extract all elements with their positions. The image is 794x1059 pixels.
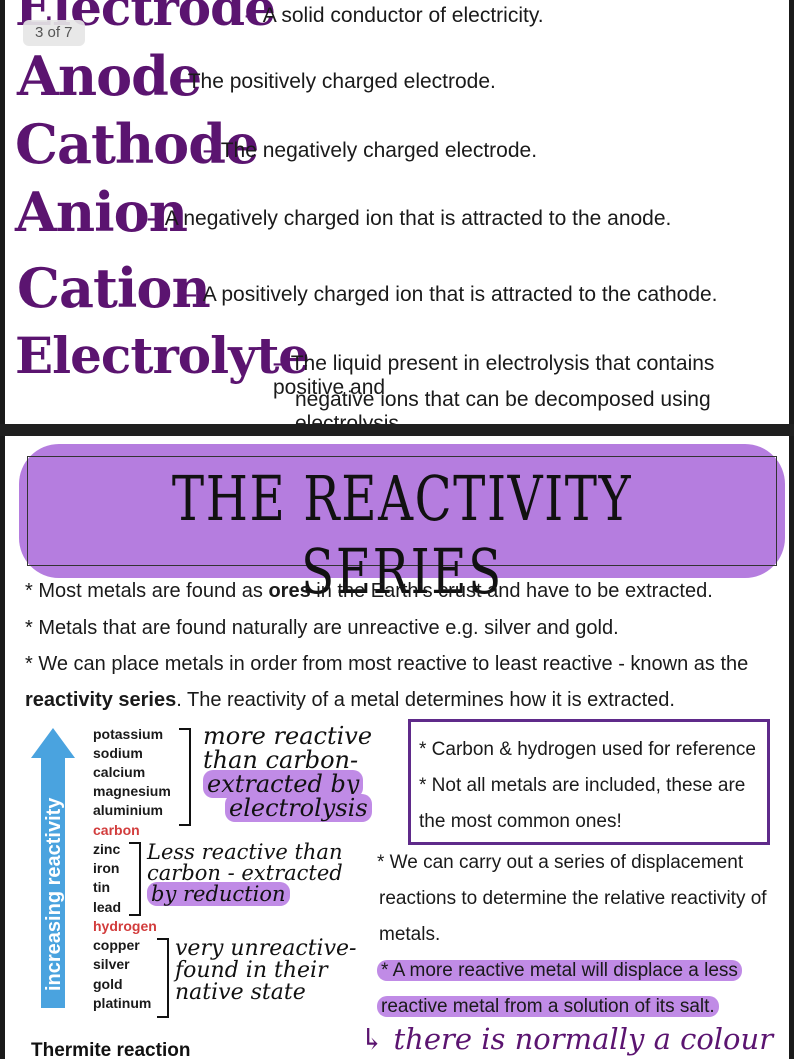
bracket-group-3 [157, 938, 169, 1018]
metal-silver: silver [93, 956, 130, 972]
definition-cathode: –The negatively charged electrode. [203, 139, 538, 162]
bullet-ores: * Most metals are found as ores in the E… [25, 580, 713, 602]
term-anion: Anion [15, 180, 188, 244]
metal-magnesium: magnesium [93, 783, 171, 799]
bracket-group-1 [179, 728, 191, 826]
definition-anion: –A negatively charged ion that is attrac… [147, 207, 672, 230]
metal-carbon: carbon [93, 822, 140, 838]
title-frame [27, 456, 777, 566]
bullet-order: * We can place metals in order from most… [25, 653, 749, 675]
page-counter-badge: 3 of 7 [23, 20, 85, 46]
metal-iron: iron [93, 860, 120, 876]
bullet-order-line-2: reactivity series. The reactivity of a m… [25, 689, 675, 711]
metal-aluminium: aluminium [93, 802, 164, 818]
term-anode: Anode [17, 44, 202, 108]
definition-electrode: –A solid conductor of electricity. [245, 4, 544, 27]
definitions-page: Electrode –A solid conductor of electric… [0, 0, 794, 435]
bullet-native-metals: * Metals that are found naturally are un… [25, 617, 619, 639]
reference-note-box: * Carbon & hydrogen used for reference *… [408, 719, 770, 845]
metal-gold: gold [93, 976, 123, 992]
displacement-line-3: metals. [379, 924, 441, 945]
thermite-heading: Thermite reaction [31, 1040, 191, 1059]
term-cathode: Cathode [15, 112, 259, 176]
metal-hydrogen: hydrogen [93, 918, 157, 934]
displacement-line-1: * We can carry out a series of displacem… [377, 852, 744, 873]
metal-copper: copper [93, 937, 140, 953]
info-line-2: * Not all metals are included, these are [419, 775, 746, 796]
bracket-group-2 [129, 842, 141, 916]
displacement-line-4: * A more reactive metal will displace a … [377, 960, 742, 982]
metal-tin: tin [93, 879, 111, 895]
displacement-line-2: reactions to determine the relative reac… [379, 888, 767, 909]
note-group-2: Less reactive than carbon - extracted by… [147, 840, 343, 906]
metal-zinc: zinc [93, 841, 121, 857]
title-highlight [19, 444, 785, 578]
metal-sodium: sodium [93, 745, 143, 761]
definition-anode: –The positively charged electrode. [170, 70, 496, 93]
metal-platinum: platinum [93, 995, 152, 1011]
definition-cation: –A positively charged ion that is attrac… [185, 283, 718, 306]
metal-lead: lead [93, 899, 122, 915]
note-group-3: very unreactive- found in their native s… [175, 936, 357, 1005]
term-cation: Cation [17, 256, 211, 320]
info-line-1: * Carbon & hydrogen used for reference [419, 739, 756, 760]
note-group-1: more reactive than carbon- extracted by … [203, 722, 373, 822]
term-electrolyte: Electrolyte [15, 326, 310, 385]
metal-potassium: potassium [93, 726, 164, 742]
metal-calcium: calcium [93, 764, 146, 780]
displacement-line-5: reactive metal from a solution of its sa… [377, 996, 719, 1018]
colour-change-note: ↳ there is normally a colour change [360, 1022, 774, 1059]
page-divider [0, 424, 794, 436]
section-title: THE REACTIVITY SERIES [171, 462, 633, 608]
arrow-label: increasing reactivity [43, 797, 65, 991]
info-line-3: the most common ones! [419, 811, 622, 832]
increasing-reactivity-arrow [31, 728, 75, 1008]
reactivity-page: THE REACTIVITY SERIES * Most metals are … [0, 436, 794, 1059]
definition-electrolyte: –The liquid present in electrolysis that… [273, 352, 715, 399]
